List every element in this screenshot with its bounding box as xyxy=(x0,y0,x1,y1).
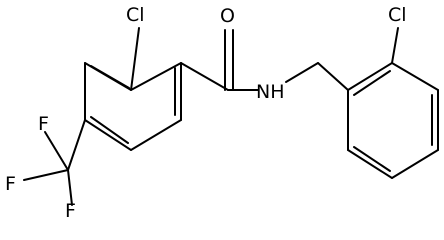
bond xyxy=(391,149,439,179)
bond xyxy=(130,119,182,151)
bond xyxy=(130,62,182,91)
double-bond-inner xyxy=(90,65,130,89)
atom-label-f: F xyxy=(65,200,76,219)
bond-cl-benzyl xyxy=(391,27,399,64)
bond-ch2-ring xyxy=(317,62,349,91)
bond xyxy=(84,119,132,151)
bond xyxy=(347,149,393,179)
atom-label-cl: Cl xyxy=(388,4,407,26)
atom-label-o: O xyxy=(220,5,235,27)
bond-ring-cf3 xyxy=(67,119,86,171)
double-bond-inner xyxy=(90,116,129,144)
double-bond-inner xyxy=(353,70,391,96)
double-bond-inner xyxy=(353,146,391,172)
bond-n-ch2 xyxy=(285,62,319,83)
benzyl-ring xyxy=(347,62,439,179)
atom-label-f: F xyxy=(38,113,49,135)
atom-label-f: F xyxy=(5,173,16,195)
molecule-structure: Cl O NH Cl F F F xyxy=(5,4,439,219)
bond-c-f-top xyxy=(44,131,69,171)
bond-cl-benzoyl xyxy=(130,27,140,91)
bond-c-f-left xyxy=(23,169,69,181)
bond-c-f-bottom xyxy=(67,169,73,206)
benzoyl-ring xyxy=(84,62,182,151)
bond xyxy=(347,62,393,91)
atom-label-cl: Cl xyxy=(126,4,145,26)
bond-carbonyl xyxy=(180,62,229,91)
atom-label-nh: NH xyxy=(256,81,285,103)
bond xyxy=(391,62,439,91)
